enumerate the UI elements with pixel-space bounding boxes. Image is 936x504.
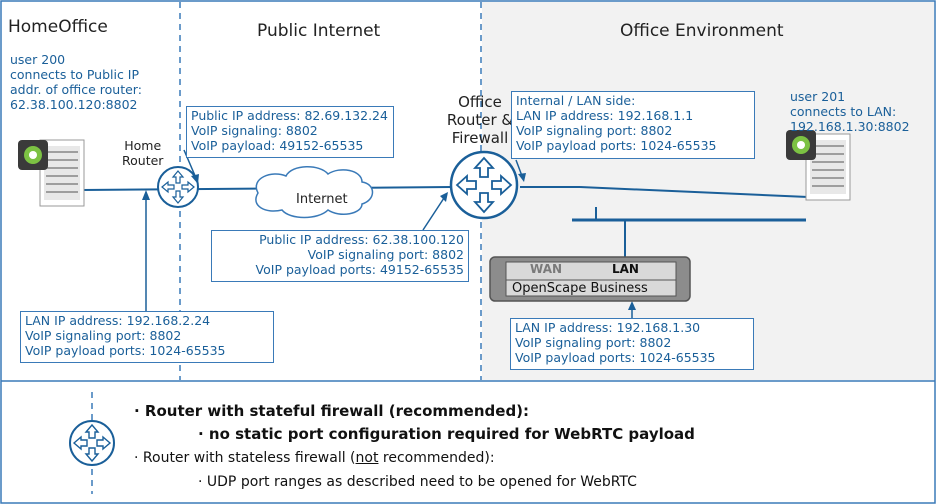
home-router-label-line: Router [122,153,164,168]
zone-title-office: Office Environment [620,21,784,41]
zone-title-internet: Public Internet [257,21,381,41]
zone-title-home: HomeOffice [8,17,108,37]
office-router-label-line: Router & [446,111,514,129]
legend-stateless-post: recommended): [378,450,495,466]
office-router-icon [449,150,519,220]
legend-line-3: · Router with stateless firewall (not re… [134,450,495,466]
openscape-business-device [489,256,691,302]
office-lan-pointer [515,159,523,177]
office-router-label-line: Firewall [451,129,509,147]
office-lan-line: VoIP signaling port: 8802 [516,123,673,138]
office-lan-line: Internal / LAN side: [516,93,636,108]
office-router-label-line: Office [458,93,502,111]
legend-stateful-text: Router with stateful firewall (recommend… [144,402,530,420]
user200-line: connects to Public IP [10,67,140,82]
osb-lan-label: LAN [612,262,639,276]
office-public-line: VoIP signaling port: 8802 [307,247,464,262]
home-public-line: Public IP address: 82.69.132.24 [191,108,388,123]
user201-line: 192.168.1.30:8802 [790,119,910,134]
legend-stateless-pre: Router with stateless firewall ( [142,450,356,466]
user200-info: user 200 connects to Public IP addr. of … [10,52,142,112]
user200-line: user 200 [10,52,66,67]
home-public-line: VoIP payload: 49152-65535 [191,138,364,153]
home-router-label-line: Home [124,138,162,153]
user200-line: 62.38.100.120:8802 [10,97,138,112]
legend-line-4: · UDP port ranges as described need to b… [198,474,637,490]
home-router-label: Home Router [122,138,163,168]
user201-line: user 201 [790,89,846,104]
osb-lan-line: LAN IP address: 192.168.1.30 [515,320,701,335]
office-lan-side-box: Internal / LAN side: LAN IP address: 192… [511,91,755,159]
legend-not-emphasis: not [355,450,379,466]
legend-line-1: · Router with stateful firewall (recomme… [134,402,530,420]
home-lan-line: VoIP signaling port: 8802 [25,328,182,343]
office-lan-line: VoIP payload ports: 1024-65535 [516,138,717,153]
osb-lan-box: LAN IP address: 192.168.1.30 VoIP signal… [510,318,754,370]
office-zone-bg [482,2,934,380]
office-public-ip-box: Public IP address: 62.38.100.120 VoIP si… [211,230,469,282]
user201-info: user 201 connects to LAN: 192.168.1.30:8… [790,89,910,134]
home-lan-box: LAN IP address: 192.168.2.24 VoIP signal… [20,311,274,363]
legend-udp-text: UDP port ranges as described need to be … [206,474,637,490]
user201-avatar-icon [786,130,816,160]
home-lan-line: VoIP payload ports: 1024-65535 [25,343,226,358]
legend-line-2: · no static port configuration required … [198,425,695,443]
office-router-label: Office Router & Firewall [436,93,524,147]
osb-wan-label: WAN [530,262,563,276]
office-public-pointer [422,197,445,231]
home-public-ip-box: Public IP address: 82.69.132.24 VoIP sig… [186,106,394,158]
office-public-line: VoIP payload ports: 49152-65535 [255,262,464,277]
home-public-line: VoIP signaling: 8802 [191,123,318,138]
home-lan-line: LAN IP address: 192.168.2.24 [25,313,211,328]
user200-avatar-icon [18,140,48,170]
home-router-icon [157,166,199,208]
lan-link-user201 [579,186,809,198]
internet-cloud-label: Internet [296,192,348,207]
user200-line: addr. of office router: [10,82,142,97]
osb-name: OpenScape Business [512,281,648,296]
office-lan-line: LAN IP address: 192.168.1.1 [516,108,694,123]
osb-lan-line: VoIP payload ports: 1024-65535 [515,350,716,365]
osb-lan-line: VoIP signaling port: 8802 [515,335,672,350]
legend-no-config-text: no static port configuration required fo… [208,425,695,443]
legend-router-icon [69,420,115,466]
office-public-line: Public IP address: 62.38.100.120 [259,232,464,247]
internet-cloud [255,166,374,219]
user201-line: connects to LAN: [790,104,897,119]
